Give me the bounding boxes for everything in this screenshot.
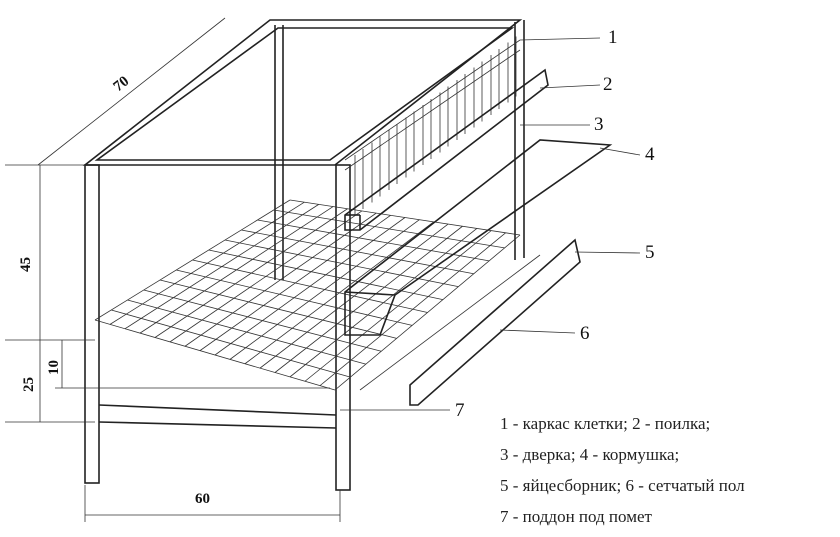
callout-4: 4: [645, 144, 655, 165]
callout-7: 7: [455, 400, 465, 421]
dim-tray-height: 25: [21, 377, 37, 392]
dimension-lines: [5, 17, 341, 522]
callout-3: 3: [594, 114, 604, 135]
callout-1: 1: [608, 27, 618, 48]
dim-height: 45: [18, 257, 34, 272]
feeder: [344, 139, 613, 336]
dim-floor-offset: 10: [46, 360, 62, 375]
door: [344, 36, 521, 215]
cage-frame: [82, 19, 525, 491]
dim-depth: 70: [111, 73, 133, 95]
callout-6: 6: [580, 323, 590, 344]
callout-leaders: [340, 37, 641, 411]
callout-5: 5: [645, 242, 655, 263]
legend-line: 1 - каркас клетки; 2 - поилка;: [500, 414, 711, 433]
dim-width: 60: [195, 491, 210, 507]
legend-line: 3 - дверка; 4 - кормушка;: [500, 445, 680, 464]
mesh-floor: [94, 199, 521, 391]
legend-line: 7 - поддон под помет: [500, 507, 652, 526]
legend: 1 - каркас клетки; 2 - поилка; 3 - дверк…: [500, 408, 745, 532]
callout-2: 2: [603, 74, 613, 95]
legend-line: 5 - яйцесборник; 6 - сетчатый пол: [500, 476, 745, 495]
egg-collector: [359, 238, 581, 406]
drinker: [344, 68, 549, 231]
